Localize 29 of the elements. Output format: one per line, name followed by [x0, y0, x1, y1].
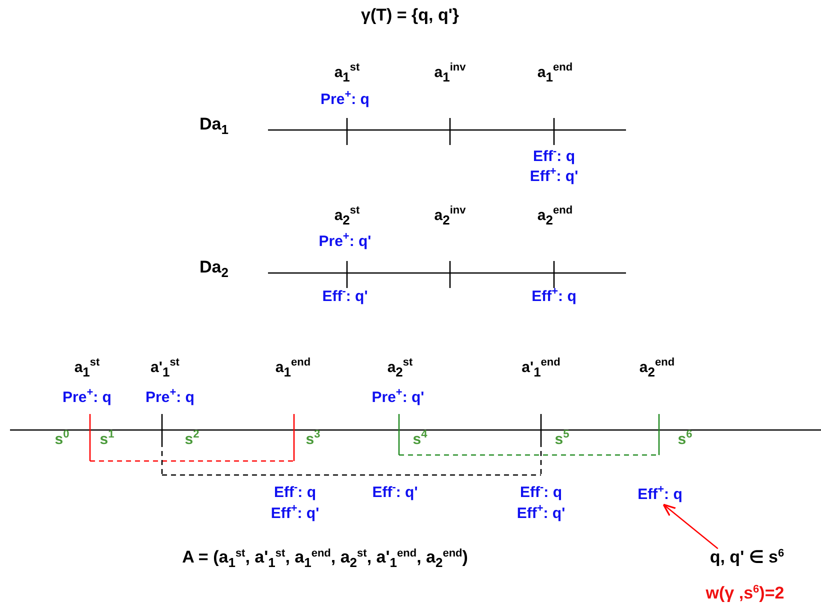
timeline-name: Da$_{1}$ [200, 116, 228, 134]
state-label: s$^{1}$ [100, 432, 114, 448]
state-label: s$^{0}$ [54, 432, 70, 448]
condition-label: Eff$^{-}$: q [533, 148, 575, 166]
condition-label: Pre$^{+}$: q [62, 390, 112, 406]
arrow [662, 504, 718, 550]
condition-label: Eff$^{+}$: q [638, 486, 682, 504]
state-label: s$^{6}$ [678, 432, 692, 448]
state-label: s$^{2}$ [184, 432, 200, 448]
condition-label: Pre$^{+}$: q [146, 390, 194, 406]
condition-label: Eff$^{+}$: q' [270, 506, 320, 522]
condition-label: Pre$^{+}$: q [320, 92, 370, 108]
condition-label: Eff$^{-}$: q' [322, 288, 368, 306]
sequence-formula: A = (a$_{1}$$^{st}$, a'$_{1}$$^{st}$, a$_{1}$$^{end}$, a$_{2}$$^{st}$, a'$_{1}$$^{end}$, a$_{2}$$^{end}$) [182, 548, 468, 568]
condition-label: Eff$^{+}$: q' [516, 506, 566, 522]
diagram-title: γ(T) = {q, q'} [360, 6, 460, 26]
state-label: s$^{5}$ [554, 432, 570, 448]
state-label: s$^{4}$ [412, 432, 428, 448]
condition-label: Eff$^{+}$: q' [530, 168, 578, 186]
weight-formula: w(γ ,s$^{6}$)=2 [706, 584, 784, 604]
condition-label: Eff$^{-}$: q [520, 484, 562, 502]
timeline-name: Da$_{2}$ [200, 258, 228, 278]
condition-label: Eff$^{-}$: q [274, 484, 316, 502]
condition-label: Eff$^{-}$: q' [372, 484, 418, 502]
condition-label: Eff$^{+}$: q [532, 288, 576, 306]
state-label: s$^{3}$ [306, 432, 320, 448]
condition-label: Pre$^{+}$: q' [372, 390, 424, 406]
condition-label: Pre$^{+}$: q' [318, 234, 372, 250]
membership-formula: q, q' ∈ s$^{6}$ [710, 548, 784, 568]
